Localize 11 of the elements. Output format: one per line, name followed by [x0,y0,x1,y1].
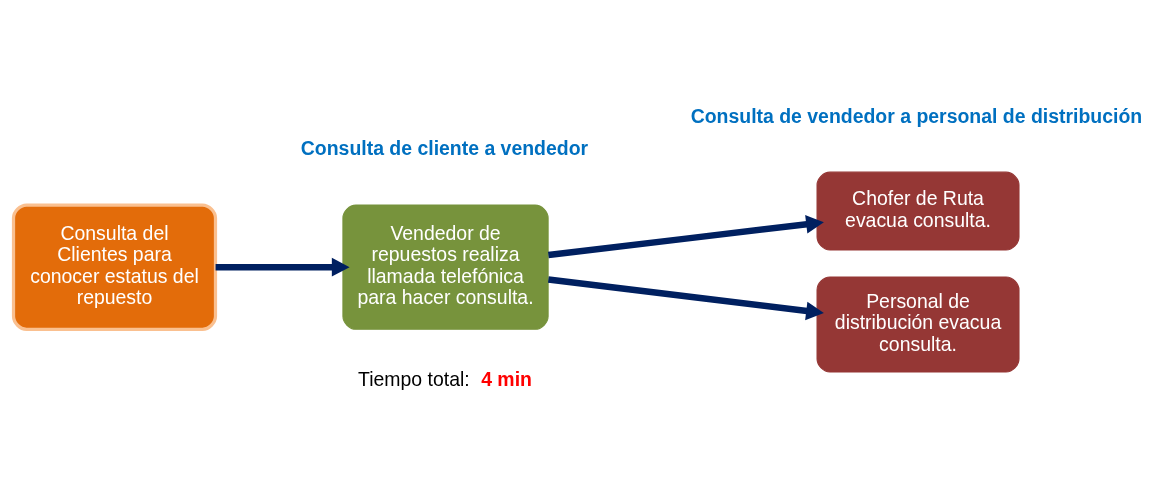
label: Consulta de vendedor a personal de distribución [690,104,1143,127]
arrow [547,276,824,321]
label: Tiempo total: [358,368,470,391]
arrow [215,257,350,277]
label: 4 min [481,368,532,391]
node-box: Personal de distribución evacua consulta. [816,276,1020,373]
node-box: Consulta del Clientes para conocer estatus del repuesto [11,203,218,331]
arrow [548,215,824,259]
label: Consulta de cliente a vendedor [300,137,589,160]
node-box: Vendedor de repuestos realiza llamada telefónica para hacer consulta. [342,204,549,330]
node-box: Chofer de Ruta evacua consulta. [816,171,1020,251]
